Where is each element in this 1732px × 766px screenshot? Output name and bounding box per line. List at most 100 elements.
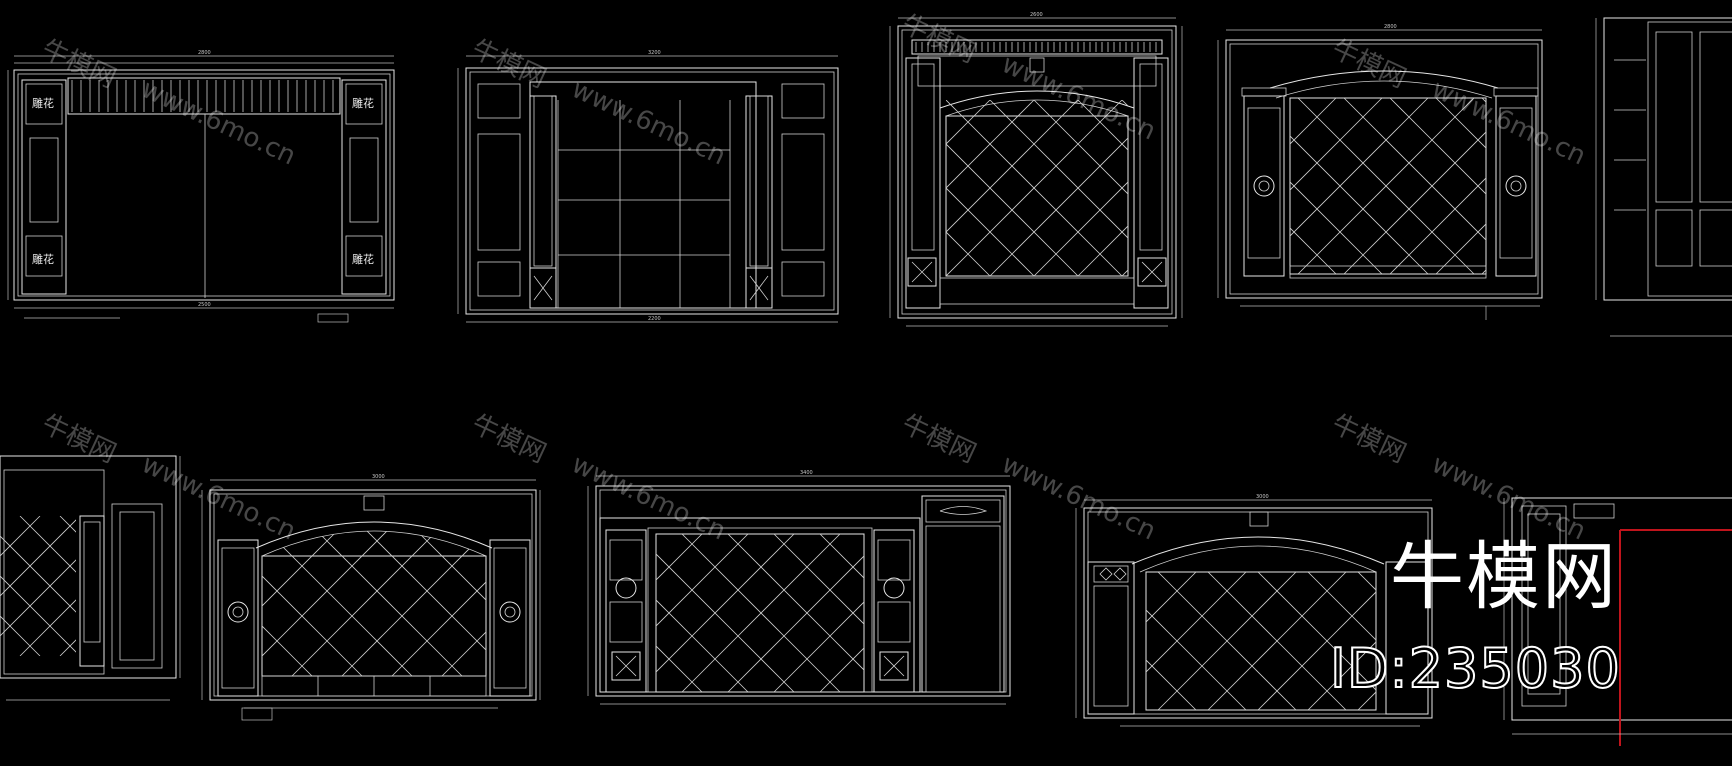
drawing-line xyxy=(946,100,1035,189)
drawing-line xyxy=(773,601,864,692)
drawing-line xyxy=(0,516,41,557)
drawing-line xyxy=(1574,98,1732,274)
drawing-line xyxy=(912,534,1070,692)
watermark-site: www.6mo.cn xyxy=(567,74,730,171)
watermark-brand: 牛模网 xyxy=(37,409,120,469)
dimension-text: 2600 xyxy=(1030,12,1043,18)
watermark-site: www.6mo.cn xyxy=(997,449,1160,546)
drawing-line xyxy=(1207,572,1347,710)
drawing-line xyxy=(1157,572,1297,710)
dimension-text: 3000 xyxy=(1256,494,1269,500)
watermark-brand: 牛模网 xyxy=(897,409,980,469)
drawing-line xyxy=(946,100,991,145)
drawing-line xyxy=(946,231,991,276)
drawing-line xyxy=(180,516,320,656)
drawing-line xyxy=(391,531,486,676)
drawing-line xyxy=(1307,641,1376,710)
elevation-h: 3400 xyxy=(587,470,1162,705)
drawing-line xyxy=(0,615,41,656)
dimension-text: 2800 xyxy=(1384,24,1397,30)
drawing-line xyxy=(180,516,320,656)
elevation-j xyxy=(1503,497,1732,746)
brand-logo-text: 牛模网 xyxy=(1390,534,1618,620)
carving-label: 雕花 xyxy=(352,96,374,110)
carving-label: 雕花 xyxy=(32,252,54,266)
drawing-line xyxy=(1574,98,1732,274)
model-id-text: ID:235030 xyxy=(1329,637,1621,700)
drawing-line xyxy=(1298,100,1474,276)
watermark-brand: 牛模网 xyxy=(1327,34,1410,94)
elevation-f xyxy=(0,455,320,701)
drawing-line xyxy=(1004,534,1162,692)
drawing-line xyxy=(642,506,812,676)
drawing-line xyxy=(946,100,1123,276)
drawing-line xyxy=(1004,534,1162,692)
drawing-line xyxy=(1389,177,1486,274)
drawing-line xyxy=(642,506,812,676)
elevation-i: 3000 xyxy=(1075,494,1433,727)
drawing-line xyxy=(819,647,864,692)
dimension-text: 3200 xyxy=(648,50,661,56)
dimension-text: 3400 xyxy=(800,470,813,476)
drawing-line xyxy=(656,534,703,581)
drawing-line xyxy=(0,535,76,613)
drawing-line xyxy=(656,645,703,692)
watermark-site: www.6mo.cn xyxy=(137,449,300,546)
watermark-brand: 牛模网 xyxy=(1327,409,1410,469)
drawing-line xyxy=(262,531,313,676)
watermark-site: www.6mo.cn xyxy=(137,74,300,171)
watermark-brand: 牛模网 xyxy=(467,409,550,469)
elevation-b: 3200 2200 xyxy=(457,50,839,323)
drawing-line xyxy=(1290,227,1337,274)
elevation-d: 2800 xyxy=(1217,24,1732,320)
drawing-line xyxy=(958,534,1116,692)
drawing-line xyxy=(441,531,486,676)
drawing-line xyxy=(1435,98,1486,149)
drawing-line xyxy=(1146,572,1247,673)
drawing-line xyxy=(1257,591,1376,710)
drawing-line xyxy=(1343,131,1486,274)
drawing-line xyxy=(262,531,263,676)
dimension-text: 2500 xyxy=(198,302,211,308)
drawing-line xyxy=(656,691,657,692)
drawing-line xyxy=(1435,223,1486,274)
drawing-line xyxy=(262,531,363,676)
drawing-line xyxy=(1290,98,1383,191)
drawing-line xyxy=(656,534,795,673)
drawing-line xyxy=(100,516,240,656)
drawing-line xyxy=(912,534,1070,692)
dimension-text: 2200 xyxy=(648,316,661,322)
drawing-line xyxy=(1146,709,1147,710)
watermark-site: www.6mo.cn xyxy=(567,449,730,546)
elevation-c: 2600 xyxy=(889,12,1474,327)
drawing-line xyxy=(492,506,662,676)
drawing-line xyxy=(100,516,240,656)
drawing-line xyxy=(1297,98,1475,274)
drawing-line xyxy=(1307,572,1376,641)
drawing-line xyxy=(1528,98,1704,274)
elevation-e xyxy=(1595,17,1732,337)
dimension-text: 3000 xyxy=(372,474,385,480)
drawing-line xyxy=(656,534,749,627)
elevation-a: 雕花 雕花 雕花 雕花 2800 2500 xyxy=(7,50,395,323)
drawing-line xyxy=(1077,100,1128,151)
drawing-line xyxy=(262,531,413,676)
drawing-line xyxy=(958,534,1116,692)
carving-label: 雕花 xyxy=(32,96,54,110)
drawing-line xyxy=(1528,98,1704,274)
drawing-line xyxy=(656,534,657,535)
drawing-line xyxy=(19,599,76,656)
drawing-line xyxy=(1146,572,1147,573)
drawing-line xyxy=(1146,572,1197,623)
drawing-line xyxy=(0,519,76,597)
drawing-line xyxy=(1290,98,1337,145)
carving-label: 雕花 xyxy=(352,252,374,266)
drawing-line xyxy=(727,555,864,692)
watermark-brand: 牛模网 xyxy=(37,34,120,94)
drawing-line xyxy=(0,575,76,653)
drawing-line xyxy=(946,187,1035,276)
drawing-line xyxy=(1620,98,1732,274)
drawing-line xyxy=(1210,100,1386,276)
drawing-line xyxy=(819,534,864,579)
